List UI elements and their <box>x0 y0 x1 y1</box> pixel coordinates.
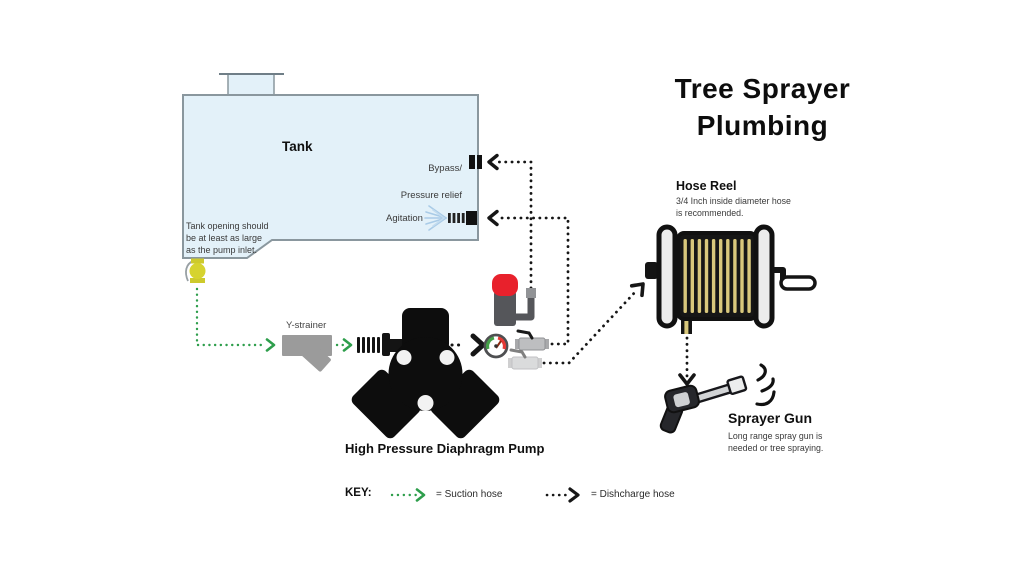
suction-hose-line <box>195 287 353 352</box>
hose-reel-title: Hose Reel <box>676 179 737 193</box>
pressure-regulator-icon <box>492 274 536 326</box>
tank-opening-note: Tank opening should be at least as large… <box>186 221 269 255</box>
pump-label: High Pressure Diaphragm Pump <box>345 441 545 456</box>
discharge-hose-lines <box>450 153 696 386</box>
key-suction-label: = Suction hose <box>436 489 503 500</box>
bypass-label-line2: Pressure relief <box>400 189 462 201</box>
agitation-port-fitting-icon <box>448 211 477 225</box>
agitation-ball-valve-icon <box>513 329 551 352</box>
spray-swoosh-icon <box>755 363 776 407</box>
y-strainer-icon <box>282 335 332 372</box>
key-label: KEY: <box>345 487 372 499</box>
y-strainer-label: Y-strainer <box>286 320 327 331</box>
agitation-label: Agitation <box>386 213 423 224</box>
hose-reel-icon <box>645 224 817 334</box>
hose-reel-note: 3/4 Inch inside diameter hose is recomme… <box>676 196 791 218</box>
tank-icon <box>182 73 479 259</box>
tank-label: Tank <box>282 139 313 154</box>
key-discharge-arrow-icon <box>545 487 580 503</box>
bypass-label: Bypass/ Pressure relief <box>380 148 462 216</box>
key-discharge-label: = Dishcharge hose <box>591 489 675 500</box>
pressure-gauge-icon <box>483 333 509 359</box>
diaphragm-pump-icon <box>351 308 500 439</box>
bypass-port-fitting-icon <box>469 155 482 169</box>
sprayer-gun-icon <box>659 363 776 434</box>
sprayer-gun-note: Long range spray gun is needed or tree s… <box>728 431 824 453</box>
reel-ball-valve-icon <box>506 348 544 371</box>
sprayer-gun-title: Sprayer Gun <box>728 410 813 426</box>
bypass-label-line1: Bypass/ <box>428 162 462 174</box>
key-suction-arrow-icon <box>390 488 426 502</box>
agitation-spray-icon <box>424 205 447 231</box>
tank-outlet-valve-icon <box>185 258 206 283</box>
page-title: Tree Sprayer Plumbing <box>674 73 851 141</box>
